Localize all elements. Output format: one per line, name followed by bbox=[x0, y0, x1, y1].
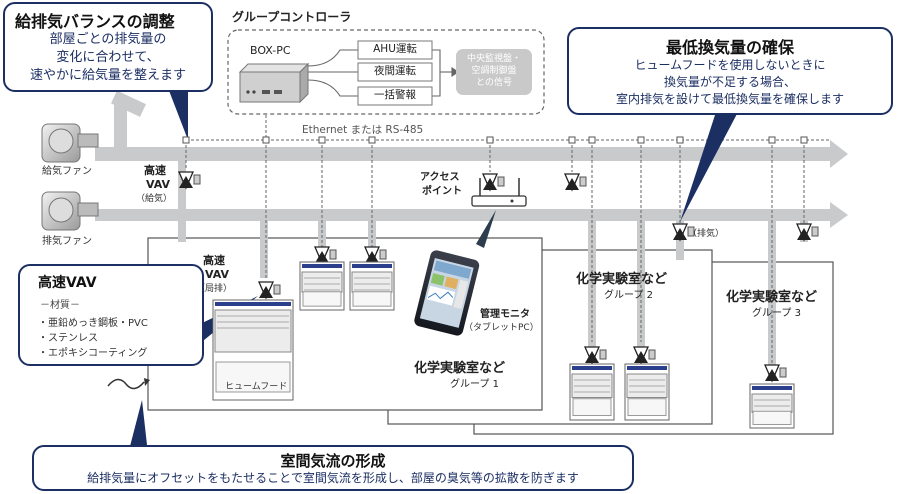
balance-callout-line-3: 速やかに給気量を整えます bbox=[29, 68, 186, 83]
room-exhaust-damper-icon bbox=[672, 223, 695, 242]
minimum-callout-line-3: 室内排気を設けて最低換気量を確保します bbox=[615, 92, 844, 106]
network-label: Ethernet または RS-485 bbox=[300, 124, 426, 137]
ahu-output-box bbox=[357, 40, 433, 60]
fume-hood-main bbox=[212, 299, 294, 401]
inter-room-airflow-callout: 室間気流の形成 給排気量にオフセットをもたせることで室間気流を形成し、部屋の臭気… bbox=[32, 445, 634, 491]
access-point-icon bbox=[471, 178, 527, 207]
group-3-title: 化学実験室など bbox=[726, 290, 818, 305]
network-node-5 bbox=[588, 136, 596, 144]
vav-material-2: ・ステンレス bbox=[38, 333, 98, 344]
supply-exhaust-balance-callout: 給排気バランスの調整 部屋ごとの排気量の 変化に合わせて、 速やかに給気量を整え… bbox=[3, 2, 213, 92]
network-node-2 bbox=[368, 136, 376, 144]
tablet-pc-icon bbox=[414, 250, 480, 336]
vav-callout-title: 高速VAV bbox=[38, 275, 97, 291]
network-node-9 bbox=[800, 136, 808, 144]
group-3-sub: グループ 3 bbox=[752, 308, 801, 319]
minimum-callout-line-1: ヒュームフードを使用しないときに bbox=[634, 58, 826, 72]
exhaust-damper-g3-a bbox=[764, 364, 787, 383]
monitor-sub: （タブレットPC） bbox=[464, 323, 539, 333]
central-signal-line-2: 空調制御盤 bbox=[471, 66, 517, 76]
exhaust-damper-g1-a bbox=[314, 246, 337, 265]
wireless-signal-icon bbox=[476, 210, 496, 248]
minimum-callout-line-2: 換気量が不足する場合、 bbox=[663, 75, 796, 89]
supply-vav-sub: （給気） bbox=[136, 194, 173, 204]
fume-hood-g1-b bbox=[349, 261, 395, 311]
alarm-output-box bbox=[357, 86, 433, 106]
supply-damper-ap bbox=[482, 173, 505, 192]
network-node-3 bbox=[486, 136, 494, 144]
network-node-10 bbox=[262, 136, 270, 144]
night-output-box bbox=[357, 62, 433, 82]
exhaust-damper-g2-b bbox=[633, 346, 656, 365]
airflow-wave-icon bbox=[107, 378, 145, 390]
vav-callout-subtitle: －材質－ bbox=[40, 300, 80, 311]
airflow-callout-text: 給排気量にオフセットをもたせることで室間気流を形成し、部屋の臭気等の拡散を防ぎま… bbox=[87, 471, 579, 485]
box-pc-label: BOX-PC bbox=[250, 44, 291, 57]
group-2-sub: グループ 2 bbox=[604, 290, 653, 301]
fume-hood-g1-a bbox=[299, 261, 345, 311]
balance-callout-pointer bbox=[168, 88, 188, 140]
central-signal-box bbox=[456, 49, 532, 95]
network-node-0 bbox=[182, 136, 190, 144]
network-node-4 bbox=[568, 136, 576, 144]
vav-material-1: ・亜鉛めっき鋼板・PVC bbox=[38, 318, 148, 329]
balance-callout-title: 給排気バランスの調整 bbox=[15, 12, 175, 31]
room-exhaust-label: （排気） bbox=[688, 229, 725, 239]
minimum-ventilation-callout: 最低換気量の確保 ヒュームフードを使用しないときに 換気量が不足する場合、 室内… bbox=[567, 27, 893, 115]
network-node-6 bbox=[637, 136, 645, 144]
supply-vav-label-2: VAV bbox=[146, 178, 171, 191]
exhaust-damper-g1-b bbox=[364, 246, 387, 265]
central-signal-line-1: 中央監視盤・ bbox=[466, 54, 521, 64]
exhaust-fan-label: 排気ファン bbox=[42, 236, 92, 247]
controller-output-lines bbox=[307, 49, 459, 97]
supply-fan-icon bbox=[41, 123, 99, 163]
alarm-output-label: 一括警報 bbox=[374, 89, 416, 101]
supply-vav-damper-icon bbox=[178, 171, 201, 190]
high-speed-vav-callout: 高速VAV －材質－ ・亜鉛めっき鋼板・PVC ・ステンレス ・エポキシコーティ… bbox=[18, 264, 204, 366]
monitor-label: 管理モニタ bbox=[480, 309, 530, 320]
access-point-label-1: アクセス bbox=[420, 172, 460, 183]
exhaust-damper-g2-a bbox=[584, 346, 607, 365]
group-2-title: 化学実験室など bbox=[576, 272, 668, 287]
local-vav-label-2: VAV bbox=[205, 268, 230, 281]
network-node-1 bbox=[318, 136, 326, 144]
group-1-title: 化学実験室など bbox=[414, 361, 506, 376]
supply-duct bbox=[95, 140, 848, 168]
vav-material-3: ・エポキシコーティング bbox=[38, 348, 148, 359]
airflow-arrow-icon bbox=[144, 378, 150, 386]
supply-vav-label-1: 高速 bbox=[144, 164, 166, 177]
fume-hood-label: ヒュームフード bbox=[225, 382, 288, 392]
fume-hood-g2-a bbox=[569, 363, 615, 421]
exhaust-damper-g3-b bbox=[796, 223, 819, 242]
exhaust-fan-icon bbox=[41, 191, 99, 231]
supply-fan-label: 給気ファン bbox=[42, 166, 92, 177]
airflow-callout-title: 室間気流の形成 bbox=[280, 452, 386, 470]
fume-hood-g2-b bbox=[624, 363, 670, 421]
central-signal-line-3: との信号 bbox=[476, 78, 512, 88]
equipment-marks bbox=[178, 136, 819, 429]
access-point-label-2: ポイント bbox=[422, 186, 462, 197]
fume-hood-g3 bbox=[749, 383, 795, 429]
group-controller-title: グループコントローラ bbox=[232, 10, 352, 24]
local-vav-sub: （局排） bbox=[196, 284, 233, 294]
airflow-callout-pointer bbox=[128, 400, 148, 454]
supply-damper-g2 bbox=[564, 173, 587, 192]
balance-callout-line-1: 部屋ごとの排気量の bbox=[49, 32, 167, 47]
exhaust-duct bbox=[95, 202, 848, 228]
box-pc-icon bbox=[238, 62, 310, 104]
night-output-label: 夜間運転 bbox=[374, 65, 416, 77]
balance-callout-line-2: 変化に合わせて、 bbox=[56, 50, 160, 65]
local-vav-damper-icon bbox=[258, 281, 281, 300]
group-1-sub: グループ 1 bbox=[450, 379, 499, 390]
local-vav-label-1: 高速 bbox=[203, 254, 225, 267]
minimum-callout-pointer bbox=[680, 112, 738, 222]
network-node-7 bbox=[676, 136, 684, 144]
ahu-output-label: AHU運転 bbox=[373, 43, 417, 55]
minimum-callout-title: 最低換気量の確保 bbox=[665, 38, 794, 57]
network-node-8 bbox=[768, 136, 776, 144]
